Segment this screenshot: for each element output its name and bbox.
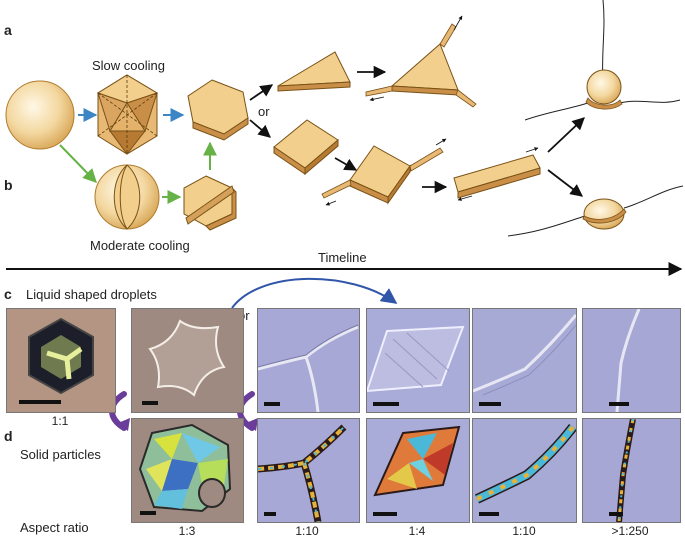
aspect-ratio-label: Aspect ratio — [20, 520, 89, 535]
scale-bar — [264, 512, 276, 516]
micrograph-tripod-liquid — [257, 308, 360, 413]
hexagon-to-square-arrow — [249, 119, 271, 138]
square-plate — [273, 119, 339, 176]
two-fiber-droplet — [507, 185, 684, 237]
moderate-cooling-label: Moderate cooling — [90, 238, 190, 253]
liquid-shaped-droplets-label: Liquid shaped droplets — [26, 287, 157, 302]
micrograph-tripod-solid — [257, 418, 360, 523]
aspect-ratio-3: 1:10 — [295, 524, 319, 538]
square-with-fibers — [321, 138, 447, 206]
aspect-ratio-4: 1:4 — [408, 524, 426, 538]
liquid-droplet-sphere — [5, 80, 75, 150]
panel-label-b: b — [4, 177, 13, 193]
scale-bar — [19, 400, 61, 404]
aspect-ratio-1: 1:1 — [51, 414, 69, 428]
scale-bar — [373, 512, 397, 516]
micrograph-fiber-solid — [582, 418, 681, 523]
micrograph-rod-liquid — [472, 308, 577, 413]
aspect-ratio-2: 1:3 — [178, 524, 196, 538]
or-curved-arrow — [231, 277, 398, 309]
triangle-with-fibers — [365, 15, 477, 108]
micrograph-hexagon-droplet — [6, 308, 116, 413]
rod-crystal — [453, 147, 541, 201]
scale-bar — [609, 402, 629, 406]
scale-bar — [140, 511, 156, 515]
solid-particles-label: Solid particles — [20, 447, 101, 462]
aspect-ratio-5: 1:10 — [512, 524, 536, 538]
scale-bar — [609, 512, 623, 516]
scale-bar — [142, 401, 158, 405]
scale-bar — [479, 512, 499, 516]
lens-droplet-sphere — [94, 164, 160, 230]
micrograph-rod-solid — [472, 418, 577, 523]
hexagon-to-triangle-arrow — [249, 84, 274, 101]
panel-label-d: d — [4, 428, 13, 444]
triangle-plate — [277, 51, 351, 92]
micrograph-hexagon-solid — [131, 418, 244, 523]
slow-cooling-label: Slow cooling — [92, 58, 165, 73]
scale-bar — [373, 402, 399, 406]
hexagon-with-lens — [183, 175, 237, 231]
moderate-cooling-arrow — [59, 144, 97, 184]
or-label-top: or — [258, 104, 270, 119]
icosahedron-crystal — [96, 74, 159, 155]
micrograph-fiber-liquid — [582, 308, 681, 413]
micrograph-rhombus-solid — [366, 418, 470, 523]
square-to-fibered-square-arrow — [334, 157, 358, 171]
panel-label-a: a — [4, 22, 12, 38]
flat-hexagon-crystal — [187, 79, 249, 141]
to-three-fiber-droplet-arrow — [547, 117, 585, 153]
aspect-ratio-6: >1:250 — [611, 524, 649, 538]
to-two-fiber-droplet-arrow — [547, 169, 584, 197]
panel-label-c: c — [4, 286, 12, 302]
micrograph-hexagon-concave — [131, 308, 244, 413]
scale-bar — [479, 402, 501, 406]
micrograph-rhombus-liquid — [366, 308, 470, 413]
scale-bar — [264, 402, 280, 406]
three-fiber-droplet — [524, 0, 681, 121]
timeline-label: Timeline — [318, 250, 367, 265]
